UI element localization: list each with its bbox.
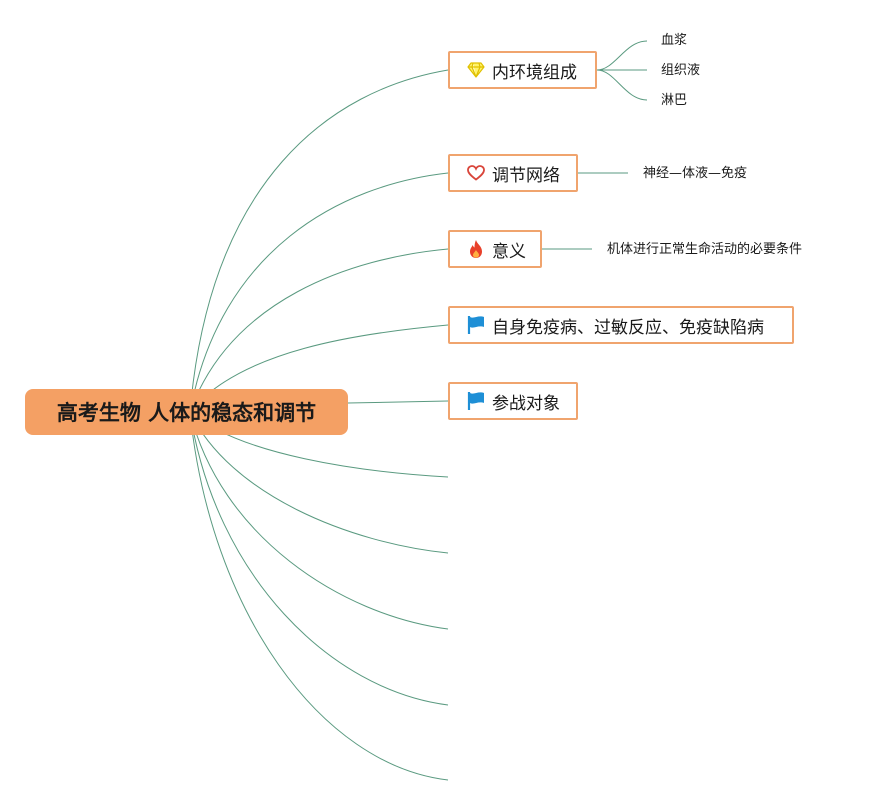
topic-significance[interactable]: 意义 [448,230,542,268]
connector-root-topic-3 [189,248,449,413]
root-topic-label: 高考生物 人体的稳态和调节 [56,401,317,425]
subtopic-network[interactable]: 神经—体液—免疫 [643,166,748,181]
topic-label: 内环境组成 [492,62,577,83]
topic-immune-disorders[interactable]: 自身免疫病、过敏反应、免疫缺陷病 [448,306,794,344]
connector-root-empty-3 [189,411,449,630]
topic-regulation-network[interactable]: 调节网络 [448,154,578,192]
topic-label: 自身免疫病、过敏反应、免疫缺陷病 [492,317,764,338]
root-topic[interactable]: 高考生物 人体的稳态和调节 [25,389,348,435]
connector-root-empty-5 [189,411,449,781]
connector-topic1-sub-3 [596,69,648,101]
topic-composition[interactable]: 内环境组成 [448,51,597,89]
connector-topic1-sub-1 [596,40,648,71]
topic-participants[interactable]: 参战对象 [448,382,578,420]
flag-icon [466,391,486,411]
heart-icon [466,163,486,183]
connector-root-topic-1 [189,69,449,413]
subtopic-plasma[interactable]: 血浆 [661,33,688,48]
subtopic-significance[interactable]: 机体进行正常生命活动的必要条件 [607,242,803,257]
connector-root-topic-5 [347,400,449,404]
topic-label: 意义 [492,241,526,262]
diamond-icon [466,60,486,80]
subtopic-lymph[interactable]: 淋巴 [661,93,688,108]
fire-icon [466,239,486,259]
subtopic-tissue-fluid[interactable]: 组织液 [661,63,701,78]
topic-label: 参战对象 [492,393,560,414]
connector-root-topic-2 [189,172,449,413]
topic-label: 调节网络 [492,165,560,186]
connector-root-empty-2 [189,411,449,554]
connector-root-empty-4 [189,411,449,706]
flag-icon [466,315,486,335]
